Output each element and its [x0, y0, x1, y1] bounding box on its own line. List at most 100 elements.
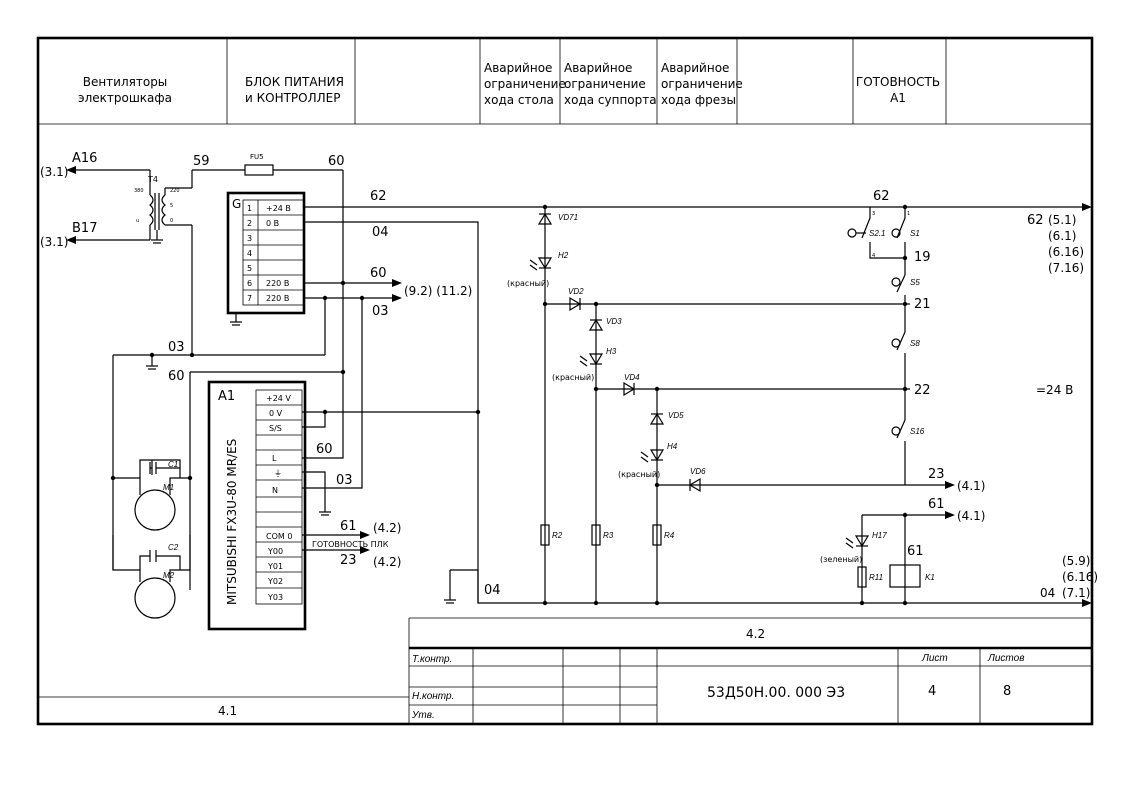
transformer-t4 — [149, 169, 245, 244]
t4-pin-0: 0 — [170, 218, 173, 224]
m2-label: M2 — [163, 571, 175, 580]
svg-text:L: L — [272, 454, 277, 463]
vd2-label: VD2 — [568, 287, 584, 296]
diode-vd71 — [537, 212, 553, 225]
switch-s1 — [891, 207, 906, 275]
r4-label: R4 — [664, 531, 675, 540]
switch-s16 — [891, 389, 906, 485]
resistor-r3 — [591, 524, 601, 546]
svg-text:Y01: Y01 — [267, 562, 283, 571]
wire-60-mid: 60 — [370, 266, 387, 281]
wire-60-top: 60 — [328, 154, 345, 169]
svg-text:(7.1): (7.1) — [1062, 586, 1090, 600]
wire-b17: B17 — [72, 221, 97, 236]
svg-text:(7.16): (7.16) — [1048, 261, 1084, 275]
ref-3-1-a: (3.1) — [40, 165, 68, 179]
svg-text:0 В: 0 В — [266, 219, 279, 228]
s2-1-label: S2.1 — [869, 229, 885, 238]
plc-a1 — [207, 380, 307, 631]
motor-m2 — [134, 577, 176, 619]
h17-color: (зеленый) — [820, 555, 862, 564]
document-code: 53Д50Н.00. 000 Э3 — [707, 685, 845, 701]
svg-text:2: 2 — [247, 219, 252, 228]
ref-04-list: (5.9) (6.16) (7.1) — [1062, 554, 1098, 600]
section-number-left: 4.1 — [218, 704, 237, 718]
h4-color: (красный) — [618, 470, 660, 479]
arrow-04-right — [1082, 599, 1092, 607]
svg-text:Y03: Y03 — [267, 593, 283, 602]
h3-color: (красный) — [552, 373, 594, 382]
led-h3 — [579, 353, 604, 367]
diode-vd5 — [649, 412, 665, 425]
arrow-a16 — [66, 166, 150, 174]
diode-vd4 — [623, 381, 636, 397]
svg-text:N: N — [272, 486, 278, 495]
t4-pin-220: 220 — [170, 188, 180, 194]
s1-label: S1 — [910, 229, 920, 238]
wire-04-right: 04 — [1040, 586, 1055, 600]
wire-61-plc: 61 — [340, 519, 357, 534]
plc-a1-label: A1 — [218, 389, 235, 404]
arrow-23-right — [945, 481, 955, 489]
sheet-count: 8 — [1003, 684, 1011, 699]
svg-text:COM 0: COM 0 — [266, 532, 292, 541]
diode-vd3 — [588, 318, 604, 331]
s5-label: S5 — [910, 278, 920, 287]
ref-3-1-b: (3.1) — [40, 235, 68, 249]
h2-label: H2 — [558, 251, 569, 260]
plc-model: MITSUBISHI FX3U-80 MR/ES — [225, 439, 239, 605]
svg-text:(5.1): (5.1) — [1048, 213, 1076, 227]
wire-59: 59 — [193, 154, 210, 169]
r3-label: R3 — [603, 531, 614, 540]
svg-text:4: 4 — [247, 249, 252, 258]
svg-text:0 V: 0 V — [269, 409, 283, 418]
resistor-r2 — [540, 524, 550, 546]
switch-s5 — [891, 274, 906, 304]
svg-text:7: 7 — [247, 294, 252, 303]
vd6-label: VD6 — [690, 467, 706, 476]
arrow-62-right — [1082, 203, 1092, 211]
svg-text:Y00: Y00 — [267, 547, 283, 556]
n-kontr-label: Н.контр. — [412, 691, 454, 702]
h2-color: (красный) — [507, 279, 549, 288]
relay-k1 — [889, 564, 921, 588]
svg-text:(6.16): (6.16) — [1062, 570, 1098, 584]
switch-s2-1 — [847, 207, 905, 259]
svg-text:3: 3 — [247, 234, 252, 243]
sheet-number: 4 — [928, 684, 936, 699]
sheet-frame — [36, 36, 1094, 726]
vd5-label: VD5 — [668, 411, 684, 420]
motor-m1 — [134, 489, 176, 531]
ref-4-2-a: (4.2) — [373, 521, 401, 535]
t4-pin-5: 5 — [170, 203, 173, 209]
s16-label: S16 — [910, 427, 925, 436]
vd3-label: VD3 — [606, 317, 622, 326]
ground-icon-04 — [444, 570, 456, 604]
t-kontr-label: Т.контр. — [412, 654, 452, 665]
wire-04-top: 04 — [372, 225, 389, 240]
h4-label: H4 — [667, 442, 678, 451]
wire-61-k1: 61 — [907, 544, 924, 559]
wire-23-plc: 23 — [340, 553, 357, 568]
ref-4-2-b: (4.2) — [373, 555, 401, 569]
svg-text:220 В: 220 В — [266, 294, 289, 303]
k1-label: K1 — [925, 573, 935, 582]
psu-ground-icon — [230, 313, 242, 326]
header-columns — [226, 38, 947, 124]
resistor-r11 — [857, 566, 867, 588]
c2-label: C2 — [168, 543, 179, 552]
h3-label: H3 — [606, 347, 617, 356]
wire-a16: A16 — [72, 151, 97, 166]
ref-9-2-11-2: (9.2) (11.2) — [404, 284, 472, 298]
capacitor-c2 — [139, 550, 181, 570]
t4-pin-380: 380 — [134, 188, 144, 194]
r11-label: R11 — [869, 573, 883, 582]
svg-text:1: 1 — [907, 211, 910, 217]
wire-23: 23 — [928, 467, 945, 482]
